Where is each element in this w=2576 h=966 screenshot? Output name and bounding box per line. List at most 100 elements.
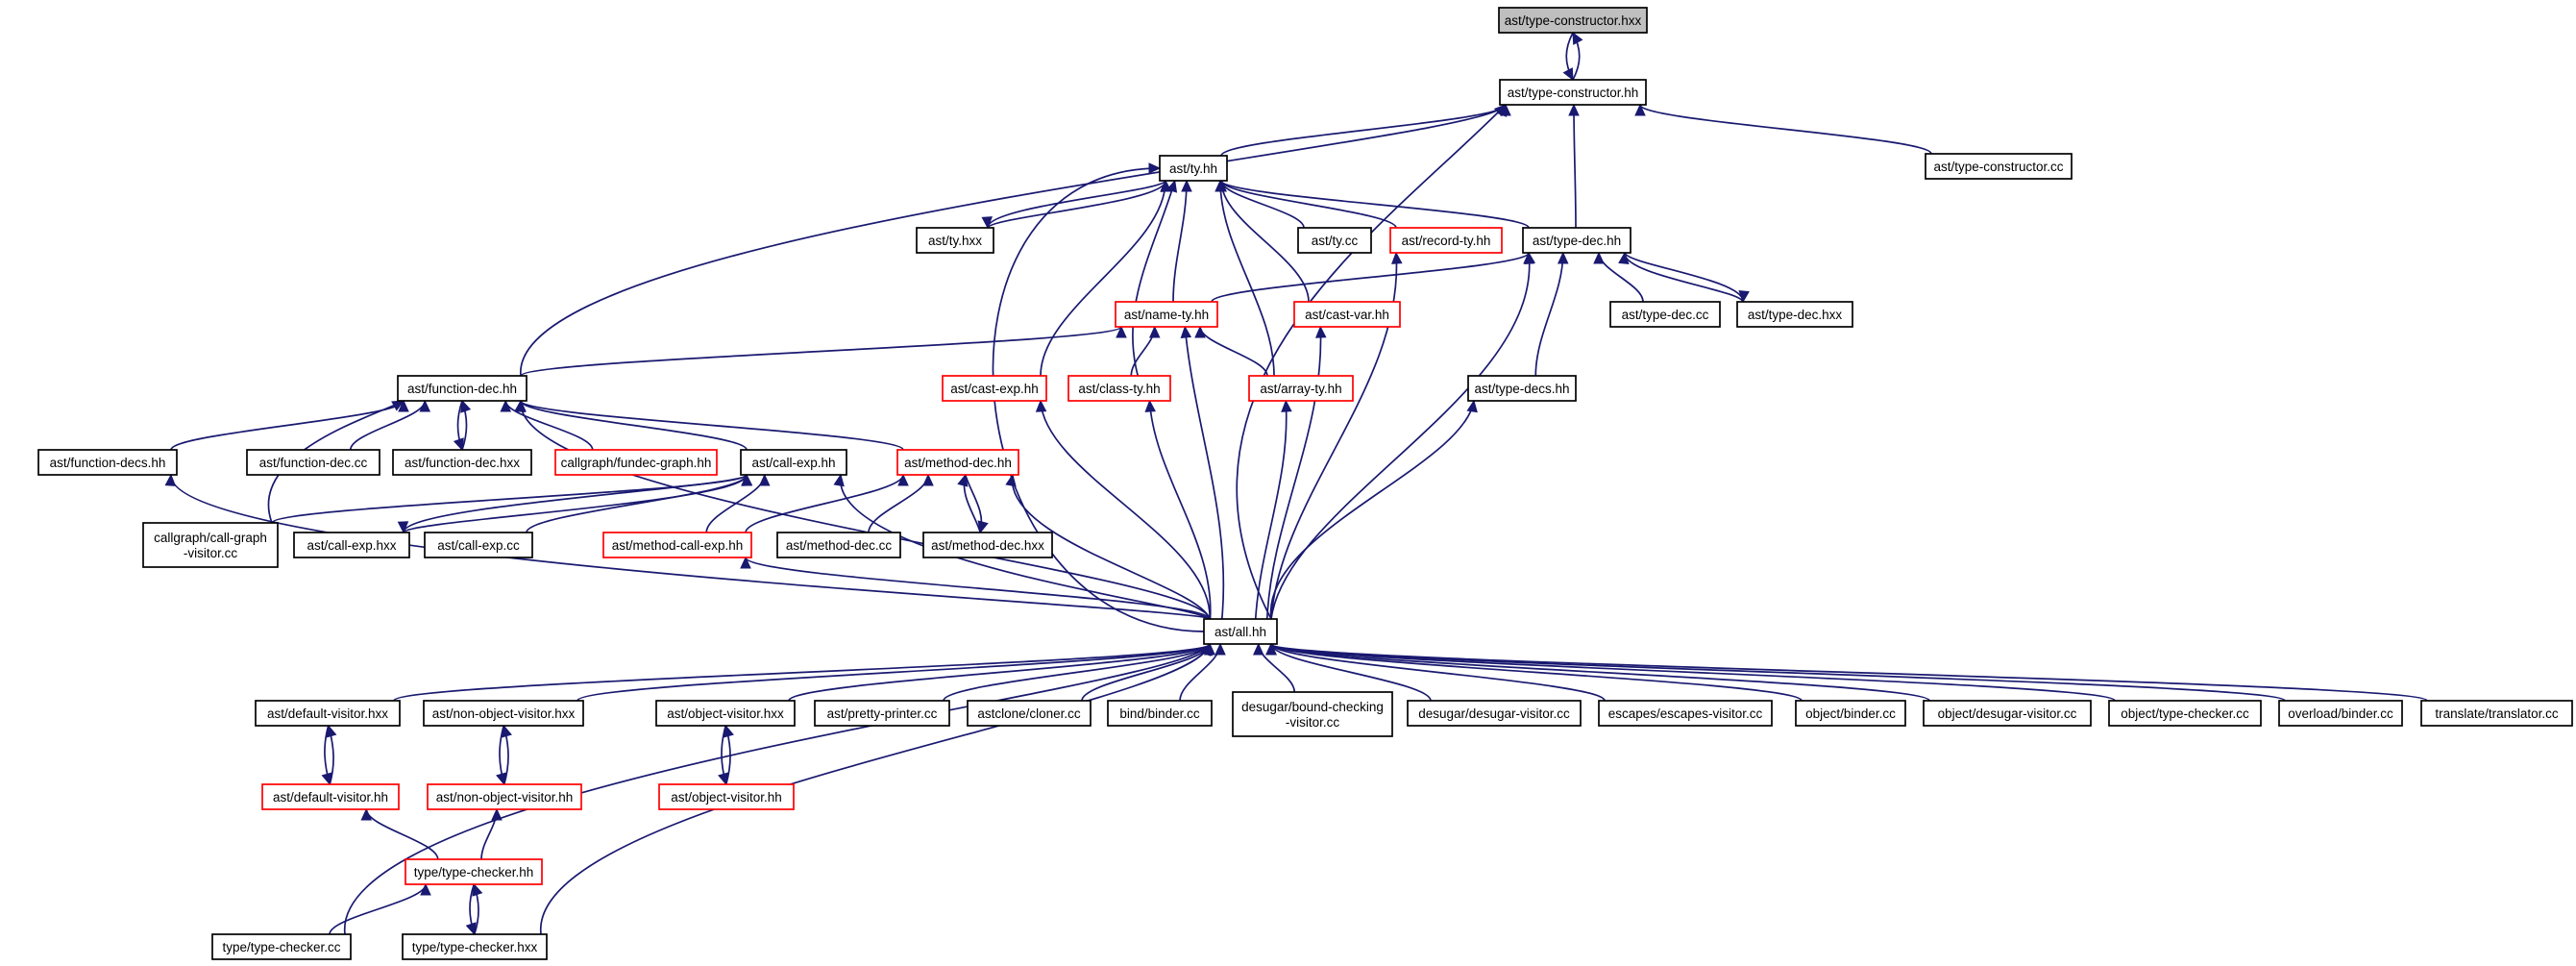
arrowhead-cast_var <box>1315 325 1327 338</box>
node-desugar-visitor[interactable]: desugar/desugar-visitor.cc <box>1407 700 1582 727</box>
arrowhead-tc_hh <box>1568 103 1580 116</box>
edge-method_dec_hh-to-function_dec_hh <box>520 400 904 451</box>
node-label: object/type-checker.cc <box>2121 706 2249 721</box>
node-label: ast/type-constructor.hh <box>1508 86 1639 100</box>
node-box <box>402 933 548 960</box>
node-ty-cc[interactable]: ast/ty.cc <box>1297 227 1372 254</box>
node-object-type-checker[interactable]: object/type-checker.cc <box>2108 700 2262 727</box>
node-method-dec-hxx[interactable]: ast/method-dec.hxx <box>922 532 1053 558</box>
node-object-binder[interactable]: object/binder.cc <box>1795 700 1906 727</box>
node-method-dec-hh[interactable]: ast/method-dec.hh <box>896 449 1019 476</box>
node-cast-var[interactable]: ast/cast-var.hh <box>1293 301 1401 328</box>
node-function-dec-hxx[interactable]: ast/function-dec.hxx <box>392 449 532 476</box>
edge-pretty_printer-to-all_hh <box>943 643 1211 702</box>
arrowhead-type_checker_hh <box>472 882 483 897</box>
edge-name_ty-to-type_dec_hh <box>1211 252 1530 303</box>
node-type-decs[interactable]: ast/type-decs.hh <box>1467 375 1577 402</box>
node-bound-checking[interactable]: desugar/bound-checking-visitor.cc <box>1232 691 1393 737</box>
edge-object_binder-to-all_hh <box>1270 643 1803 702</box>
node-label: ast/type-dec.cc <box>1622 308 1709 322</box>
node-type-checker-cc[interactable]: type/type-checker.cc <box>211 933 352 960</box>
node-label: ast/function-dec.hxx <box>405 456 520 470</box>
node-ty-hxx[interactable]: ast/ty.hxx <box>916 227 994 254</box>
edge-ty_hxx-to-ty_hh <box>987 180 1166 229</box>
node-label: ast/cast-var.hh <box>1305 308 1389 322</box>
edge-call_exp_hh-to-function_dec_hh <box>520 400 748 451</box>
node-name-ty[interactable]: ast/name-ty.hh <box>1115 301 1218 328</box>
node-function-dec-hh[interactable]: ast/function-dec.hh <box>397 375 527 402</box>
node-label: desugar/desugar-visitor.cc <box>1418 706 1570 721</box>
node-bind-binder[interactable]: bind/binder.cc <box>1107 700 1213 727</box>
node-type-dec-hxx[interactable]: ast/type-dec.hxx <box>1736 301 1853 328</box>
edge-call_graph_visitor-to-function_dec_hh <box>267 400 405 524</box>
node-call-exp-hh[interactable]: ast/call-exp.hh <box>740 449 847 476</box>
node-call-exp-cc[interactable]: ast/call-exp.cc <box>424 532 533 558</box>
arrowhead-all_hh <box>1201 642 1214 656</box>
node-label: ast/call-exp.hh <box>751 456 835 470</box>
node-method-call-exp[interactable]: ast/method-call-exp.hh <box>602 532 752 558</box>
node-default-visitor-hh[interactable]: ast/default-visitor.hh <box>261 783 400 810</box>
node-type-dec-hh[interactable]: ast/type-dec.hh <box>1522 227 1631 254</box>
arrowhead-root <box>1572 31 1583 45</box>
node-tc-hh[interactable]: ast/type-constructor.hh <box>1499 79 1647 106</box>
node-box <box>1925 153 2073 180</box>
node-box <box>1067 375 1171 402</box>
node-root[interactable]: ast/type-constructor.hxx <box>1498 7 1648 34</box>
node-box <box>942 375 1047 402</box>
node-fundec-graph[interactable]: callgraph/fundec-graph.hh <box>554 449 718 476</box>
node-label: ast/class-ty.hh <box>1078 382 1160 396</box>
node-box <box>427 783 582 810</box>
node-non-object-visitor-hh[interactable]: ast/non-object-visitor.hh <box>427 783 582 810</box>
edge-all_hh-to-array_ty <box>1254 400 1288 620</box>
node-type-checker-hh[interactable]: type/type-checker.hh <box>405 858 543 885</box>
node-all-hh[interactable]: ast/all.hh <box>1203 618 1278 645</box>
node-record-ty[interactable]: ast/record-ty.hh <box>1389 227 1503 254</box>
node-cloner[interactable]: astclone/cloner.cc <box>967 700 1092 727</box>
node-call-graph-visitor[interactable]: callgraph/call-graph-visitor.cc <box>142 522 279 568</box>
node-box <box>740 449 847 476</box>
edge-cast_exp-to-ty_hh <box>1040 180 1166 377</box>
edge-fundec_graph-to-function_dec_hh <box>504 400 594 451</box>
node-box <box>1609 301 1721 328</box>
arrowhead-ty_hh <box>1165 179 1178 193</box>
node-label: ast/function-dec.hh <box>407 382 517 396</box>
node-type-checker-hxx[interactable]: type/type-checker.hxx <box>402 933 548 960</box>
node-box <box>405 858 543 885</box>
node-label: ast/method-call-exp.hh <box>612 538 744 553</box>
edge-all_hh-to-type_dec_hh <box>1270 252 1531 620</box>
node-label: ast/all.hh <box>1214 625 1266 639</box>
node-type-dec-cc[interactable]: ast/type-dec.cc <box>1609 301 1721 328</box>
node-box <box>896 449 1019 476</box>
edge-cast_var-to-ty_hh <box>1220 180 1310 303</box>
node-function-dec-cc[interactable]: ast/function-dec.cc <box>246 449 380 476</box>
edge-desugar_visitor-to-all_hh <box>1270 643 1432 702</box>
node-escapes-visitor[interactable]: escapes/escapes-visitor.cc <box>1598 700 1773 727</box>
node-cast-exp[interactable]: ast/cast-exp.hh <box>942 375 1047 402</box>
node-object-desugar[interactable]: object/desugar-visitor.cc <box>1923 700 2092 727</box>
node-box <box>1499 79 1647 106</box>
node-label: type/type-checker.hxx <box>412 940 538 954</box>
edge-function_decs-to-function_dec_hh <box>170 400 405 451</box>
node-box <box>424 532 533 558</box>
node-ty-hh[interactable]: ast/ty.hh <box>1159 155 1228 182</box>
node-non-object-visitor-hxx[interactable]: ast/non-object-visitor.hxx <box>423 700 584 727</box>
arrowhead-type_dec_hh <box>1557 251 1569 264</box>
node-method-dec-cc[interactable]: ast/method-dec.cc <box>776 532 901 558</box>
node-class-ty[interactable]: ast/class-ty.hh <box>1067 375 1171 402</box>
node-box <box>1389 227 1503 254</box>
node-box <box>658 783 795 810</box>
node-array-ty[interactable]: ast/array-ty.hh <box>1248 375 1354 402</box>
node-object-visitor-hh[interactable]: ast/object-visitor.hh <box>658 783 795 810</box>
node-default-visitor-hxx[interactable]: ast/default-visitor.hxx <box>255 700 401 727</box>
node-translator[interactable]: translate/translator.cc <box>2420 700 2573 727</box>
node-object-visitor-hxx[interactable]: ast/object-visitor.hxx <box>655 700 796 727</box>
node-call-exp-hxx[interactable]: ast/call-exp.hxx <box>293 532 410 558</box>
node-function-decs[interactable]: ast/function-decs.hh <box>37 449 178 476</box>
node-pretty-printer[interactable]: ast/pretty-printer.cc <box>814 700 950 727</box>
node-box <box>1107 700 1213 727</box>
node-box <box>1467 375 1577 402</box>
node-box <box>1297 227 1372 254</box>
node-overload-binder[interactable]: overload/binder.cc <box>2278 700 2403 727</box>
node-label: callgraph/call-graph <box>154 531 267 545</box>
node-tc-cc[interactable]: ast/type-constructor.cc <box>1925 153 2073 180</box>
